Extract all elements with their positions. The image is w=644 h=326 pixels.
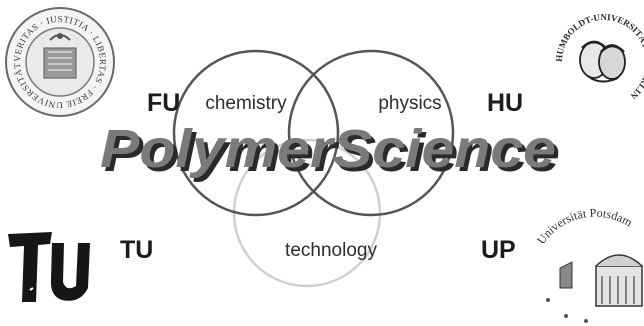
title: PolymerScience	[100, 119, 556, 179]
chemistry-circle	[172, 49, 340, 217]
technology-label: technology	[285, 240, 377, 261]
hu-seal-logo: HUMBOLDT-UNIVERSITÄT ZU BERLIN	[554, 12, 644, 105]
fu-label: FU	[147, 89, 180, 117]
up-label: UP	[481, 236, 516, 264]
up-seal-logo: Universität Potsdam	[534, 206, 643, 323]
tu-label: TU	[120, 236, 153, 264]
title-shadow: PolymerScience	[104, 123, 560, 183]
chemistry-label: chemistry	[205, 93, 287, 114]
tu-logo	[8, 232, 90, 302]
hu-label: HU	[487, 89, 523, 117]
fu-seal-logo: VERITAS · IUSTITIA · LIBERTAS · FREIE UN…	[0, 0, 115, 117]
physics-label: physics	[378, 93, 441, 114]
svg-text:Universität Potsdam: Universität Potsdam	[534, 206, 635, 247]
physics-circle	[287, 49, 455, 217]
